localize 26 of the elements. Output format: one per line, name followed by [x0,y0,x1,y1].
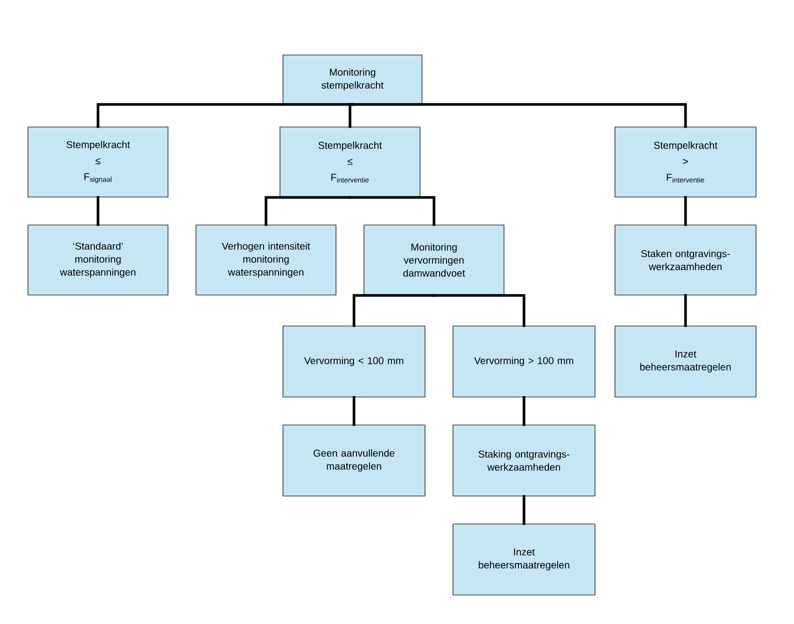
process-box: Staken ontgravings-werkzaamheden [614,224,756,296]
process-box: Inzet beheersmaatregelen [614,326,756,398]
process-box: Vervorming < 100 mm [282,326,426,398]
connector-line [352,396,356,426]
process-box: Staking ontgravings-werkzaamheden [452,424,596,496]
connector-line [522,396,526,426]
connector-line [352,294,436,327]
process-box: Inzet beheersmaatregelen [452,524,596,596]
connector-line [522,495,526,525]
connector-line [348,103,354,128]
connector-line [432,294,526,327]
process-box: Monitoring vervormingen damwandvoet [364,224,504,296]
process-box: Geen aanvullende maatregelen [282,424,426,496]
process-box: Stempelkracht ≤ $\mathrm{F}_{\mathrm{interventie}}$ [280,126,420,198]
process-box: Monitoring stempelkracht [282,54,422,104]
connector-line [264,196,352,226]
process-box: Vervorming > 100 mm [452,326,596,398]
connector-line [348,196,436,226]
connector-line [684,196,687,226]
process-box: ‘Standaard’ monitoring waterspanningen [28,224,168,296]
process-box: Stempelkracht ≤ $\mathrm{F}_{\mathrm{signaal}}$ [28,126,168,198]
connector-line [684,294,687,327]
connector-line [351,103,687,128]
process-box: Stempelkracht > $\mathrm{F}_{\mathrm{interventie}}$ [614,126,756,198]
connector-line [96,196,100,226]
process-box: Verhogen intensiteit monitoring waterspanningen [196,224,336,296]
